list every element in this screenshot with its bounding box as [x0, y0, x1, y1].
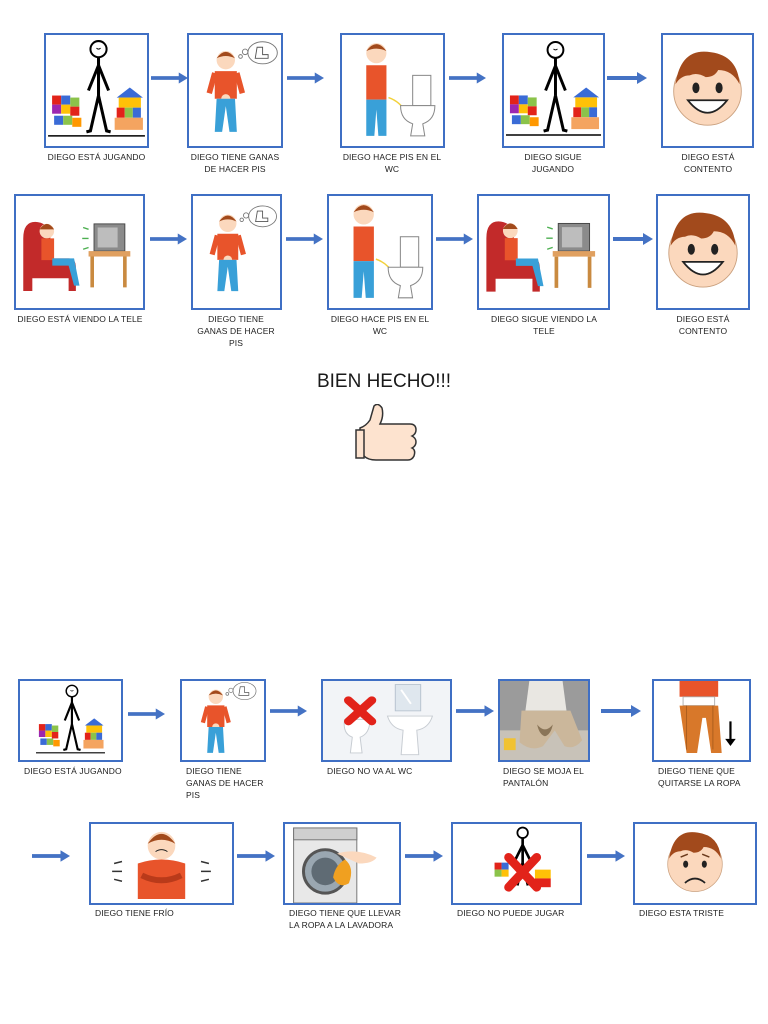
pictogram-card	[340, 33, 445, 148]
pictogram-card	[661, 33, 754, 148]
pictogram-card	[327, 194, 433, 310]
pictogram-card	[180, 679, 266, 762]
pictogram-card	[477, 194, 610, 310]
arrow-icon	[587, 850, 625, 862]
boy-needs-toilet-icon	[182, 681, 264, 760]
card-caption: DIEGO SIGUE JUGANDO	[524, 152, 582, 174]
pictogram-card	[14, 194, 145, 310]
card-caption: DIEGO SIGUE VIENDO LA TELE	[490, 314, 597, 336]
boy-using-toilet-icon	[329, 196, 431, 308]
arrow-icon	[613, 233, 653, 245]
arrow-icon	[270, 705, 307, 717]
arrow-icon	[32, 850, 70, 862]
card-caption: DIEGO ESTA TRISTE	[639, 908, 724, 918]
card-caption: DIEGO NO VA AL WC	[327, 766, 413, 776]
pictogram-card	[321, 679, 452, 762]
card-caption: DIEGO ESTÁ CONTENTO	[681, 152, 735, 174]
boy-using-toilet-icon	[342, 35, 443, 146]
card-caption: DIEGO TIENE GANAS DE HACER PIS	[190, 152, 280, 174]
arrow-icon	[601, 705, 641, 717]
card-caption: DIEGO TIENE GANAS DE HACER PIS	[186, 766, 264, 800]
arrow-icon	[151, 72, 188, 84]
thumbs-up-icon	[350, 404, 420, 468]
pictogram-card	[191, 194, 282, 310]
pictogram-card	[187, 33, 283, 148]
cannot-play-icon	[453, 824, 580, 903]
boy-watching-tv-icon	[479, 196, 608, 308]
pictogram-card	[89, 822, 234, 905]
card-caption: DIEGO ESTÁ JUGANDO	[47, 152, 146, 162]
pictogram-card	[451, 822, 582, 905]
happy-face-icon	[663, 35, 752, 146]
stick-figure-playing-icon	[46, 35, 147, 146]
card-caption: DIEGO TIENE FRÍO	[95, 908, 174, 918]
arrow-icon	[449, 72, 486, 84]
card-caption: DIEGO ESTÁ VIENDO LA TELE	[17, 314, 143, 324]
pictogram-card	[44, 33, 149, 148]
washing-machine-icon	[285, 824, 399, 903]
card-caption: DIEGO TIENE QUE LLEVAR LA ROPA A LA LAVA…	[289, 908, 401, 930]
pictogram-card	[652, 679, 751, 762]
arrow-icon	[237, 850, 275, 862]
stick-figure-playing-icon	[20, 681, 121, 760]
pictogram-card	[502, 33, 605, 148]
arrow-icon	[287, 72, 324, 84]
pictogram-card	[656, 194, 750, 310]
card-caption: DIEGO TIENE GANAS DE HACER PIS	[197, 314, 275, 348]
boy-watching-tv-icon	[16, 196, 143, 308]
pictogram-card	[498, 679, 590, 762]
pictogram-card	[18, 679, 123, 762]
card-caption: DIEGO ESTÁ CONTENTO	[676, 314, 730, 336]
arrow-icon	[128, 708, 165, 720]
taking-off-pants-icon	[654, 681, 749, 760]
wet-pants-photo-icon	[500, 681, 588, 760]
card-caption: DIEGO HACE PIS EN EL WC	[330, 314, 430, 336]
card-caption: DIEGO SE MOJA EL PANTALÓN	[503, 766, 584, 788]
pictogram-card	[633, 822, 757, 905]
arrow-icon	[436, 233, 473, 245]
arrow-icon	[150, 233, 187, 245]
praise-text: BIEN HECHO!!!	[316, 371, 452, 392]
sad-face-icon	[635, 824, 755, 903]
card-caption: DIEGO ESTÁ JUGANDO	[24, 766, 122, 776]
bathroom-crossed-out-icon	[323, 681, 450, 760]
arrow-icon	[405, 850, 443, 862]
pictogram-card	[283, 822, 401, 905]
boy-cold-icon	[91, 824, 232, 903]
happy-face-icon	[658, 196, 748, 308]
boy-needs-toilet-icon	[193, 196, 280, 308]
card-caption: DIEGO TIENE QUE QUITARSE LA ROPA	[658, 766, 741, 788]
arrow-icon	[286, 233, 323, 245]
arrow-icon	[607, 72, 647, 84]
arrow-icon	[456, 705, 494, 717]
card-caption: DIEGO HACE PIS EN EL WC	[342, 152, 442, 174]
card-caption: DIEGO NO PUEDE JUGAR	[457, 908, 565, 918]
boy-needs-toilet-icon	[189, 35, 281, 146]
stick-figure-playing-icon	[504, 35, 603, 146]
